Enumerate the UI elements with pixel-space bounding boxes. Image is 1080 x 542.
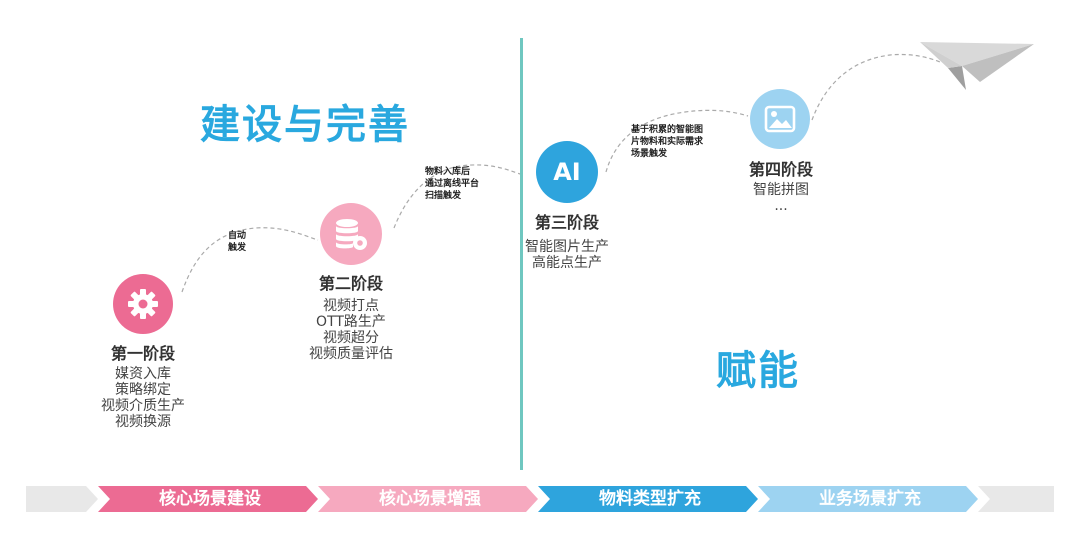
stage-1-item: 策略绑定 xyxy=(115,382,171,398)
stage-1-item: 视频换源 xyxy=(115,414,171,430)
ai-icon: AI xyxy=(553,158,581,186)
stage-2-item: 视频打点 xyxy=(323,298,379,314)
band-gray-start xyxy=(26,486,98,512)
phase-divider xyxy=(520,38,523,470)
stage-2-item: 视频质量评估 xyxy=(309,346,393,362)
trigger-note-1: 自动 触发 xyxy=(228,230,246,254)
dashed-path-2 xyxy=(393,164,521,229)
stage-1-item: 媒资入库 xyxy=(115,366,171,382)
stage-2-items: 视频打点 OTT路生产 视频超分 视频质量评估 xyxy=(291,298,411,362)
trigger-line: 场景触发 xyxy=(631,149,668,159)
trigger-line: 扫描触发 xyxy=(425,191,462,201)
stage-2-item: OTT路生产 xyxy=(316,314,386,330)
dashed-path-3 xyxy=(605,109,749,173)
band-label-3: 物料类型扩充 xyxy=(599,489,701,509)
gear-icon xyxy=(128,289,158,319)
band-label-1: 核心场景建设 xyxy=(159,489,261,509)
band-segment-4 xyxy=(758,486,978,512)
band-segment-1 xyxy=(98,486,318,512)
stage-1-items: 媒资入库 策略绑定 视频介质生产 视频换源 xyxy=(83,366,203,430)
band-gray-end xyxy=(978,486,1054,512)
stage-1-title: 第一阶段 xyxy=(110,344,175,363)
headline-empower: 赋能 xyxy=(716,348,800,394)
stage-2-item: 视频超分 xyxy=(323,330,379,346)
stage-3-title: 第三阶段 xyxy=(534,213,599,232)
trigger-note-2: 物料入库后 通过离线平台 扫描触发 xyxy=(425,166,479,202)
stage-1-icon-circle xyxy=(113,274,173,334)
stage-3-items: 智能图片生产 高能点生产 xyxy=(507,239,627,271)
trigger-line: 物料入库后 xyxy=(425,167,471,177)
stage-4-items: 智能拼图 ... xyxy=(721,182,841,214)
trigger-line: 通过离线平台 xyxy=(425,179,480,189)
stage-1-item: 视频介质生产 xyxy=(101,398,185,414)
stage-4-item: ... xyxy=(774,198,788,214)
band-segment-3 xyxy=(538,486,758,512)
stage-3-item: 高能点生产 xyxy=(532,255,602,271)
stage-2-title: 第二阶段 xyxy=(318,274,383,293)
trigger-line: 触发 xyxy=(228,243,247,253)
database-gear-icon xyxy=(336,219,367,250)
trigger-line: 自动 xyxy=(228,231,247,241)
stage-4-item: 智能拼图 xyxy=(753,182,809,198)
dashed-path-4 xyxy=(811,53,941,121)
trigger-line: 片物料和实际需求 xyxy=(631,137,704,147)
paper-plane-icon xyxy=(920,42,1034,90)
headline-build: 建设与完善 xyxy=(200,102,410,148)
band-segment-2 xyxy=(318,486,538,512)
trigger-note-3: 基于积累的智能图 片物料和实际需求 场景触发 xyxy=(631,124,703,160)
band-label-2: 核心场景增强 xyxy=(379,489,481,509)
trigger-line: 基于积累的智能图 xyxy=(631,125,704,135)
dashed-path-1 xyxy=(181,227,319,293)
stage-4-icon-circle xyxy=(750,89,810,149)
stage-3-item: 智能图片生产 xyxy=(525,239,609,255)
image-icon xyxy=(764,105,796,133)
stage-2-icon-circle xyxy=(320,203,382,265)
stage-3-icon-circle: AI xyxy=(536,141,598,203)
band-label-4: 业务场景扩充 xyxy=(819,489,921,509)
stage-4-title: 第四阶段 xyxy=(748,160,813,179)
